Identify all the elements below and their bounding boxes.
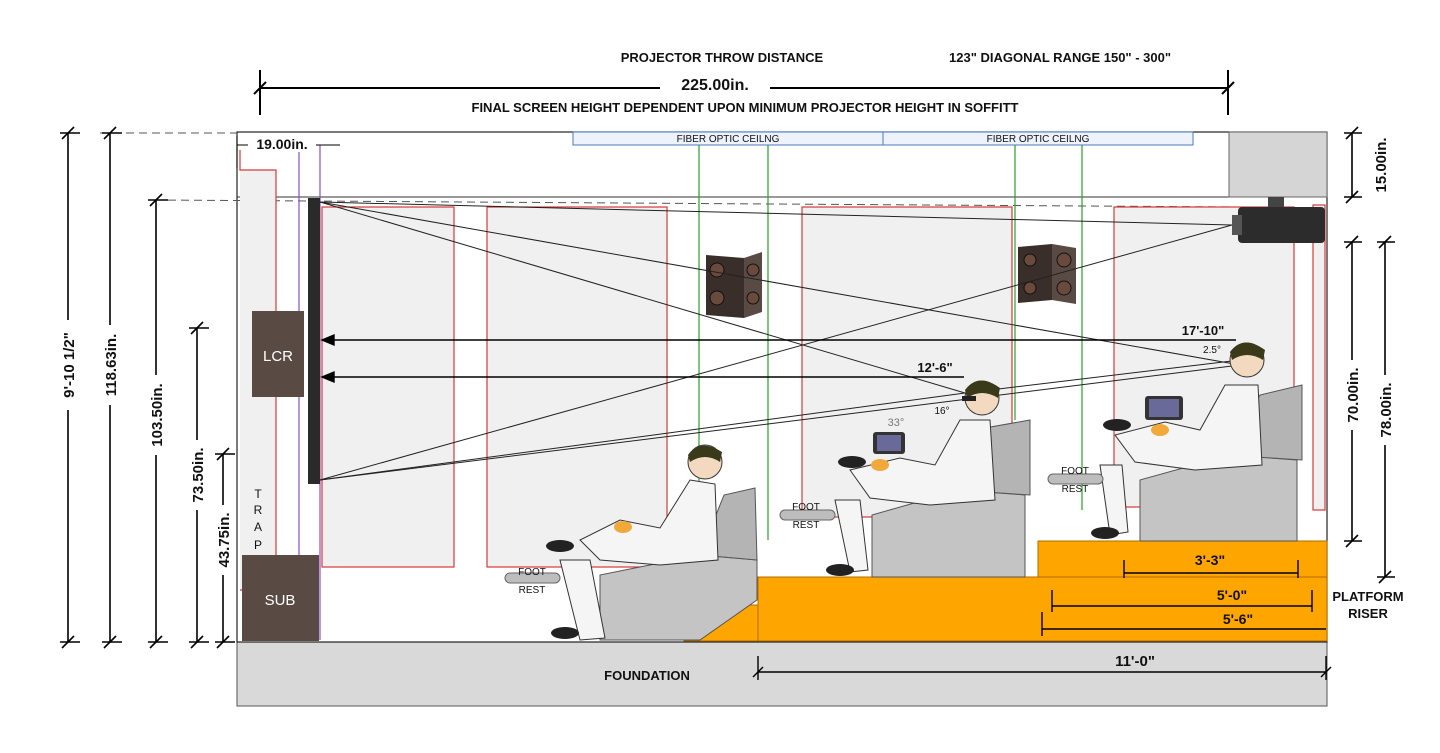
row2-angle: 16°	[934, 406, 949, 417]
svg-text:R: R	[254, 503, 263, 517]
screen-top-reference	[154, 199, 1241, 208]
lcr-speaker	[252, 311, 304, 397]
svg-text:P: P	[254, 538, 262, 552]
left-dimension-labels: 9'-10 1/2" 118.63in. 103.50in. 73.50in. …	[56, 320, 235, 575]
rear-soffit	[1228, 131, 1328, 198]
screen-top-height: 103.50in.	[149, 383, 166, 446]
platform-length-dimension	[752, 656, 1332, 680]
eye-to-ceiling-1: 70.00in.	[1345, 367, 1362, 422]
tier-depth: 5'-0"	[1217, 587, 1247, 603]
screen-height-note: FINAL SCREEN HEIGHT DEPENDENT UPON MINIM…	[472, 100, 1019, 115]
surround-speaker-left	[706, 252, 762, 318]
foundation-slab	[236, 641, 1328, 707]
viewer-row-1	[546, 444, 723, 641]
tier-depth-2: 5'-6"	[1223, 611, 1253, 627]
row3-distance: 17'-10"	[1182, 323, 1225, 338]
viewer-row-2	[826, 380, 1000, 576]
row3-angle: 2.5°	[1203, 345, 1221, 356]
footrest-1-rest: REST	[519, 585, 546, 596]
lcr-top-height: 73.50in.	[190, 447, 207, 502]
sightlines	[319, 201, 1241, 481]
eye-to-ceiling-2: 78.00in.	[1378, 382, 1395, 437]
row2-tablet-angle: 33°	[888, 417, 905, 429]
viewer-row-3	[1091, 342, 1265, 539]
throw-distance-value: 225.00in.	[681, 77, 749, 94]
ceiling-panel-right-label: FIBER OPTIC CEILNG	[987, 134, 1090, 145]
riser-label: RISER	[1348, 606, 1388, 621]
rear-wall-trim	[1312, 204, 1326, 511]
footrest-1-foot: FOOT	[518, 567, 546, 578]
diagonal-range-label: 123" DIAGONAL RANGE 150" - 300"	[949, 50, 1171, 65]
right-dimension-labels: 15.00in. 70.00in. 78.00in.	[1340, 135, 1397, 445]
fiber-optic-ceiling	[572, 131, 1194, 146]
soffit-depth: 15.00in.	[1373, 137, 1390, 192]
row2-distance: 12'-6"	[917, 360, 952, 375]
platform-length: 11'-0"	[1115, 653, 1155, 670]
right-dimensions	[1344, 126, 1395, 584]
svg-text:A: A	[254, 520, 262, 534]
ceiling-panel-left-label: FIBER OPTIC CEILNG	[677, 134, 780, 145]
ceiling-height: 118.63in.	[103, 334, 120, 397]
ceiling-panel-right	[882, 131, 1194, 146]
throw-distance-title: PROJECTOR THROW DISTANCE	[621, 50, 824, 65]
speaker-guides	[698, 145, 1083, 540]
foundation-label: FOUNDATION	[604, 668, 690, 683]
viewing-distance-arrows	[320, 333, 1236, 384]
footrest-row-3	[1047, 473, 1104, 485]
footrest-row-1	[504, 572, 561, 584]
projector	[1232, 197, 1325, 243]
wall-panel-2	[486, 206, 668, 568]
trap-top-height: 43.75in.	[216, 512, 233, 567]
sub-label: SUB	[265, 592, 296, 609]
soffit-offset-value: 19.00in.	[256, 136, 307, 152]
total-height: 9'-10 1/2"	[61, 332, 78, 398]
platform-label: PLATFORM	[1332, 589, 1403, 604]
projection-screen	[308, 198, 320, 484]
soffit-offset-bg	[248, 134, 316, 152]
top-tier-depth: 3'-3"	[1195, 552, 1225, 568]
trap-label: T R A P	[254, 487, 263, 552]
wall-panel-1	[321, 206, 455, 568]
surround-speaker-right	[1018, 244, 1076, 304]
tier-2	[1037, 540, 1328, 578]
lcr-label: LCR	[263, 348, 293, 365]
svg-text:T: T	[254, 487, 262, 501]
footrest-2-rest: REST	[793, 520, 820, 531]
footrest-3-rest: REST	[1062, 484, 1089, 495]
subwoofer	[242, 555, 319, 641]
throw-label-bg	[660, 74, 770, 94]
footrest-3-foot: FOOT	[1061, 466, 1089, 477]
footrest-row-2	[779, 509, 836, 521]
platform-dimensions	[1041, 560, 1326, 636]
footrest-2-foot: FOOT	[792, 502, 820, 513]
